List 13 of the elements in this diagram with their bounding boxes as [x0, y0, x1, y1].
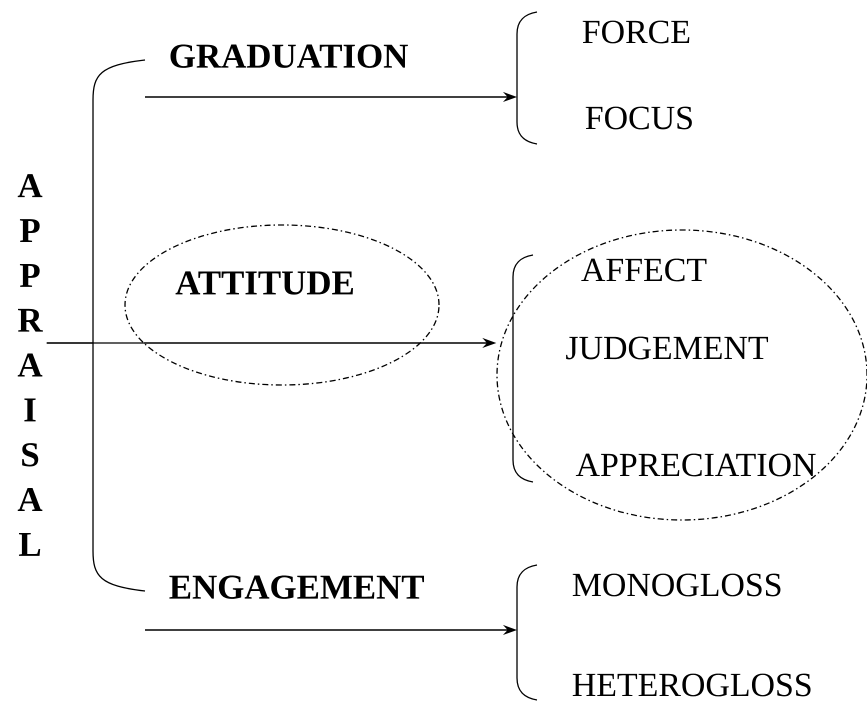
bracket [516, 564, 538, 701]
category-label: FOCUS [586, 106, 692, 130]
category-label: HETEROGLOSS [572, 674, 811, 696]
vertical-heading: APPRAISAL [18, 174, 43, 556]
category-label: FORCE [582, 20, 690, 44]
branch-label: ENGAGEMENT [169, 575, 424, 599]
category-label: MONOGLOSS [572, 574, 780, 596]
brace [46, 342, 146, 592]
bracket [516, 11, 538, 145]
category-label: JUDGEMENT [566, 336, 768, 360]
branch-label: GRADUATION [170, 44, 408, 68]
category-label: APPRECIATION [576, 454, 816, 476]
category-label: AFFECT [581, 258, 706, 282]
